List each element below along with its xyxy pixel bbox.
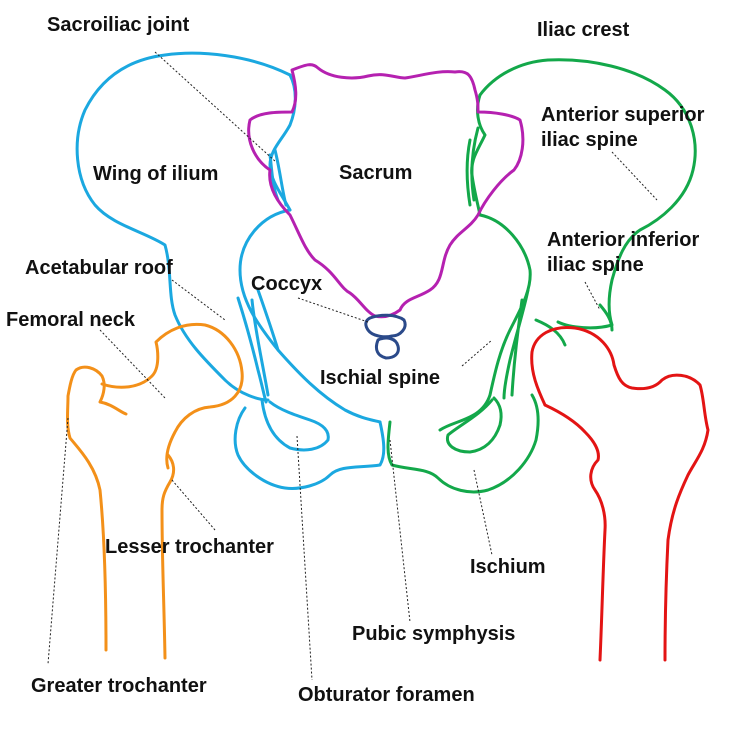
left-pubis — [233, 406, 386, 490]
left-femoral-neck-upper — [100, 322, 244, 470]
label-coccyx: Coccyx — [251, 273, 322, 295]
right-sacroiliac-lines — [465, 126, 480, 207]
right-aiis-notch — [598, 303, 614, 332]
leader-greater-trochanter — [47, 417, 69, 665]
label-anterior-superior-iliac-spine-line1: Anterior superior — [541, 104, 705, 126]
label-sacroiliac-joint: Sacroiliac joint — [47, 14, 190, 36]
leader-anterior-superior-iliac-spine — [611, 151, 658, 201]
label-obturator-foramen: Obturator foramen — [298, 684, 475, 706]
left-femur — [66, 322, 244, 660]
right-femur — [530, 325, 710, 662]
label-ischial-spine: Ischial spine — [320, 367, 440, 389]
right-obturator-foramen — [445, 396, 503, 454]
leader-lines — [47, 51, 658, 681]
right-pubis — [386, 393, 540, 494]
leader-obturator-foramen — [296, 435, 313, 681]
label-pubic-symphysis: Pubic symphysis — [352, 623, 515, 645]
label-lesser-trochanter: Lesser trochanter — [105, 536, 274, 558]
label-greater-trochanter: Greater trochanter — [31, 675, 207, 697]
labels: Sacroiliac joint Iliac crest Anterior su… — [6, 14, 705, 706]
label-ischium: Ischium — [470, 556, 546, 578]
coccyx-shape — [364, 313, 407, 360]
right-inner-ilium — [438, 213, 532, 432]
right-ilium-outline — [478, 58, 697, 330]
left-femur-outer — [66, 365, 128, 652]
left-ilium-outline — [75, 51, 292, 402]
right-femur-inner — [543, 403, 607, 662]
leader-femoral-neck — [99, 329, 166, 399]
leader-coccyx — [297, 297, 369, 323]
label-sacrum: Sacrum — [339, 162, 412, 184]
label-femoral-neck: Femoral neck — [6, 309, 136, 331]
left-acetabulum-lines — [236, 288, 280, 404]
right-sacroiliac-edge — [470, 93, 487, 217]
right-femoral-head-neck — [530, 325, 710, 662]
left-inner-ilium — [238, 208, 382, 424]
leader-anterior-inferior-iliac-spine — [584, 281, 601, 311]
leader-lesser-trochanter — [171, 479, 216, 531]
label-acetabular-roof: Acetabular roof — [25, 257, 173, 279]
leader-ischium — [473, 469, 493, 556]
label-anterior-inferior-iliac-spine-line1: Anterior inferior — [547, 229, 699, 251]
label-wing-of-ilium: Wing of ilium — [93, 163, 218, 185]
label-iliac-crest: Iliac crest — [537, 19, 630, 41]
left-sacroiliac-lines — [268, 148, 288, 207]
label-anterior-inferior-iliac-spine-line2: iliac spine — [547, 254, 644, 276]
sacrum-outline — [247, 63, 525, 319]
leader-pubic-symphysis — [389, 439, 411, 623]
leader-acetabular-roof — [171, 279, 226, 321]
coccyx-segment-2 — [374, 336, 400, 360]
leader-ischial-spine — [461, 339, 493, 367]
coccyx-segment-1 — [364, 313, 407, 339]
left-obturator-foramen — [260, 398, 330, 452]
left-femur-inner — [160, 453, 176, 660]
leader-sacroiliac-joint — [154, 51, 277, 163]
label-anterior-superior-iliac-spine-line2: iliac spine — [541, 129, 638, 151]
